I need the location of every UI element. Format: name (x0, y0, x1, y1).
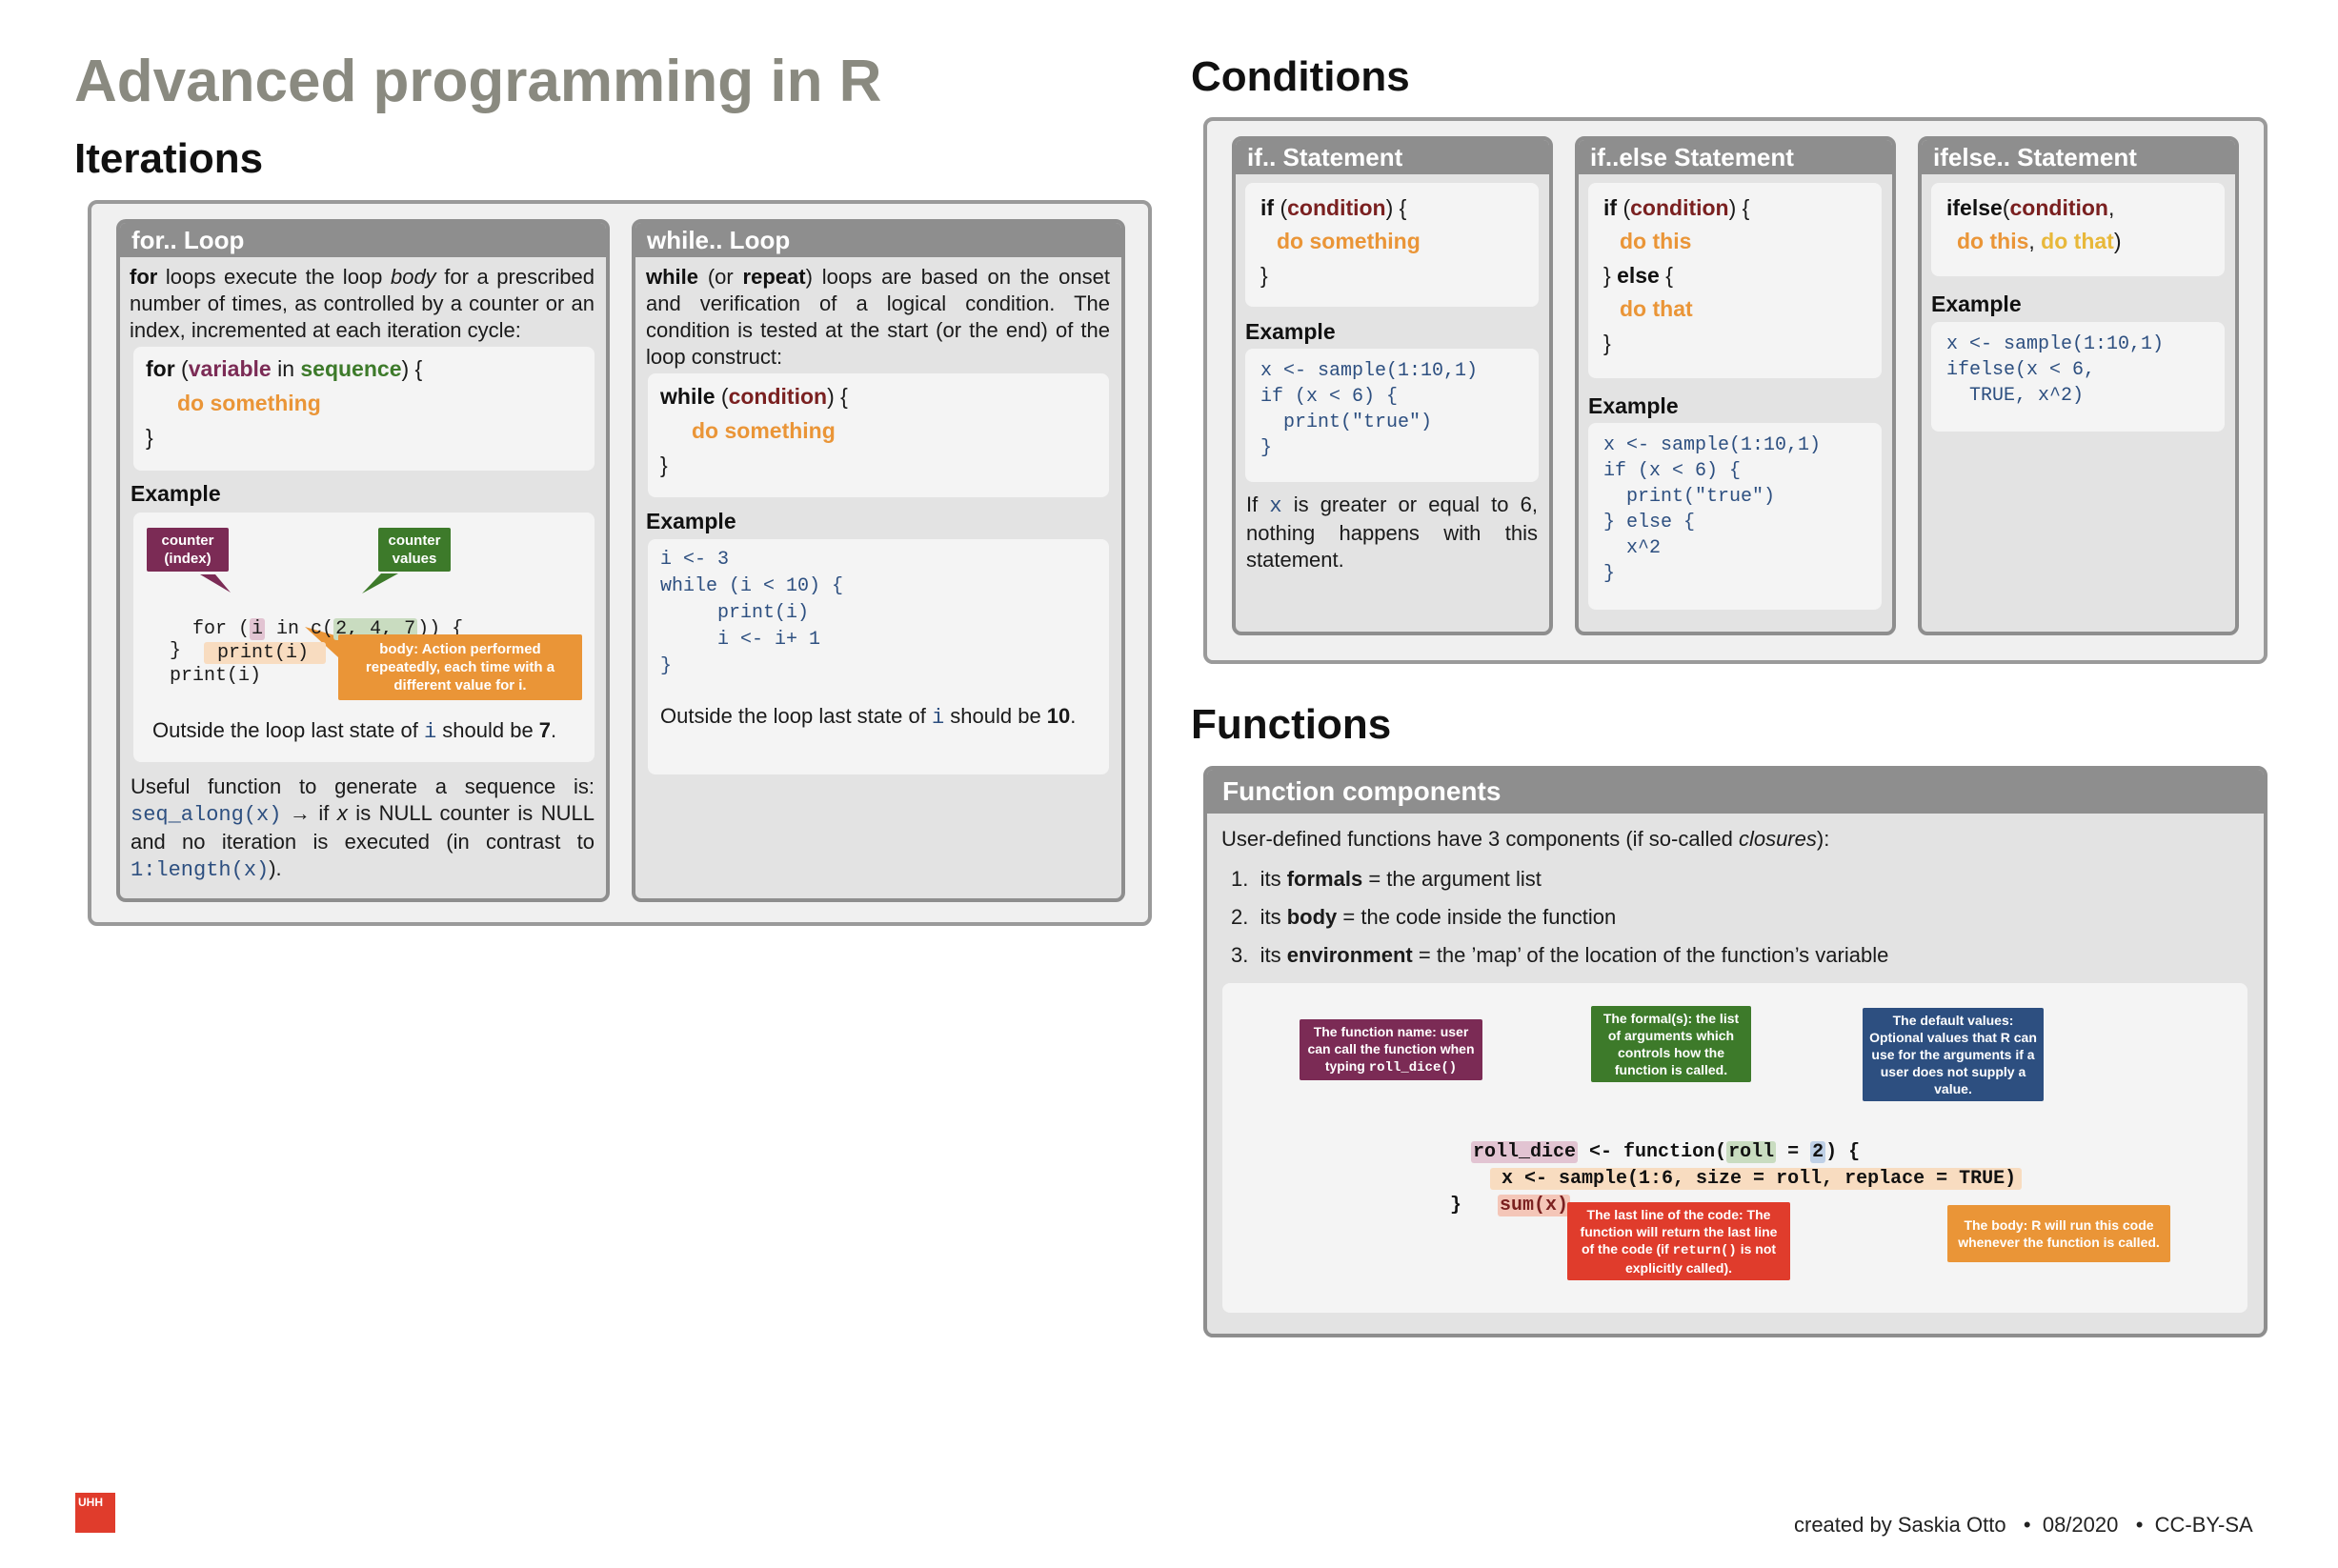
tag-body: body: Action performed repeatedly, each … (338, 634, 582, 700)
ifelse-example-label: Example (1588, 393, 1679, 418)
page-title: Advanced programming in R (74, 49, 882, 114)
for-useful-note: Useful function to generate a sequence i… (131, 774, 595, 882)
ifelse-fn-example-label: Example (1931, 291, 2022, 316)
while-example-box (648, 539, 1109, 774)
functions-intro: User-defined functions have 3 components… (1221, 827, 1830, 851)
ifelse-syntax-line5: } (1603, 331, 1611, 355)
function-code-line2: x <- sample(1:6, size = roll, replace = … (1467, 1139, 2023, 1193)
ifelse-code-line6: } (1603, 563, 1616, 585)
if-note: If x is greater or equal to 6, nothing h… (1246, 493, 1538, 572)
tag-function-formals: The formal(s): the list of arguments whi… (1591, 1006, 1751, 1082)
if-header: if.. Statement (1236, 140, 1549, 174)
function-component-body: 2. its body = the code inside the functi… (1231, 905, 1617, 929)
for-outside-note: Outside the loop last state of i should … (152, 718, 557, 744)
if-code-line1: x <- sample(1:10,1) (1260, 360, 1479, 382)
while-outside-note: Outside the loop last state of i should … (660, 704, 1077, 730)
for-syntax-box (133, 347, 595, 471)
if-syntax-line3: } (1260, 263, 1268, 288)
while-loop-header: while.. Loop (635, 223, 1121, 257)
tag-counter-values: counter values (378, 528, 451, 572)
if-syntax-line2: do something (1277, 229, 1421, 253)
if-example-box (1245, 349, 1539, 482)
while-syntax-line2: do something (692, 418, 836, 443)
ifelse-code-line4: } else { (1603, 512, 1696, 533)
functions-header: Function components (1207, 770, 2264, 814)
for-example-code-line4: print(i) (170, 665, 262, 687)
ifelse-fn-example-box (1931, 322, 2225, 432)
for-syntax-line1: for (variable in sequence) { (146, 356, 423, 381)
tag-function-lastline: The last line of the code: The function … (1567, 1202, 1790, 1280)
ifelse-syntax-line3: } else { (1603, 263, 1673, 288)
section-title-conditions: Conditions (1191, 53, 1410, 100)
while-loop-intro: while (or repeat) loops are based on the… (646, 265, 1110, 369)
function-code-line1: roll_dice <- function(roll = 2) { (1471, 1141, 1861, 1163)
ifelse-fn-syntax-box (1931, 183, 2225, 276)
if-code-line2: if (x < 6) { (1260, 386, 1399, 408)
for-syntax-line2: do something (177, 391, 321, 415)
uhh-logo: UHH (75, 1493, 115, 1533)
ifelse-syntax-box (1588, 183, 1882, 378)
if-example-label: Example (1245, 319, 1336, 344)
while-example-label: Example (646, 509, 736, 533)
ifelse-syntax-line1: if (condition) { (1603, 195, 1750, 220)
ifelse-fn-header: ifelse.. Statement (1922, 140, 2235, 174)
if-code-line3: print("true") (1260, 412, 1433, 433)
while-syntax-line1: while (condition) { (660, 384, 848, 409)
while-code-line4: i <- i+ 1 (660, 629, 821, 651)
ifelse-code-line3: print("true") (1603, 486, 1776, 508)
while-syntax-box (648, 373, 1109, 497)
for-example-code-line2: print(i) (181, 613, 327, 667)
section-title-iterations: Iterations (74, 135, 264, 182)
ifelse-syntax-line2: do this (1620, 229, 1692, 253)
section-title-functions: Functions (1191, 701, 1392, 748)
function-component-environment: 3. its environment = the ’map’ of the lo… (1231, 943, 1889, 967)
if-syntax-line1: if (condition) { (1260, 195, 1407, 220)
for-example-label: Example (131, 481, 221, 506)
for-loop-intro: for loops execute the loop body for a pr… (130, 265, 595, 342)
ifelse-code-line2: if (x < 6) { (1603, 460, 1742, 482)
while-code-line2: while (i < 10) { (660, 575, 844, 597)
tag-counter-index: counter (index) (147, 528, 229, 572)
while-code-line3: print(i) (660, 602, 810, 624)
for-syntax-line3: } (146, 425, 153, 450)
while-code-line5: } (660, 655, 673, 677)
ifelse-fn-syntax-line2: do this, do that) (1957, 229, 2122, 253)
ifelse-fn-syntax-line1: ifelse(condition, (1946, 195, 2115, 220)
ifelse-example-box (1588, 423, 1882, 610)
ifelse-syntax-line4: do that (1620, 296, 1693, 321)
function-component-formals: 1. its formals = the argument list (1231, 867, 1542, 891)
tag-function-defaults: The default values: Optional values that… (1863, 1008, 2044, 1101)
ifelse-fn-code-line3: TRUE, x^2) (1946, 385, 2085, 407)
ifelse-fn-code-line1: x <- sample(1:10,1) (1946, 333, 2165, 355)
tag-function-name: The function name: user can call the fun… (1300, 1019, 1482, 1080)
for-loop-header: for.. Loop (120, 223, 606, 257)
ifelse-fn-code-line2: ifelse(x < 6, (1946, 359, 2096, 381)
while-syntax-line3: } (660, 452, 668, 477)
ifelse-code-line1: x <- sample(1:10,1) (1603, 434, 1822, 456)
footer-credit: created by Saskia Otto • 08/2020 • CC-BY… (1794, 1513, 2253, 1537)
if-syntax-box (1245, 183, 1539, 307)
function-code-line4: } (1450, 1195, 1462, 1216)
ifelse-header: if..else Statement (1579, 140, 1892, 174)
if-code-line4: } (1260, 437, 1273, 459)
for-example-code-line3: } (170, 640, 182, 662)
while-code-line1: i <- 3 (660, 549, 730, 571)
function-code-line3: sum(x) (1498, 1195, 1571, 1216)
tag-function-body: The body: R will run this code whenever … (1947, 1205, 2170, 1262)
ifelse-code-line5: x^2 (1603, 537, 1662, 559)
